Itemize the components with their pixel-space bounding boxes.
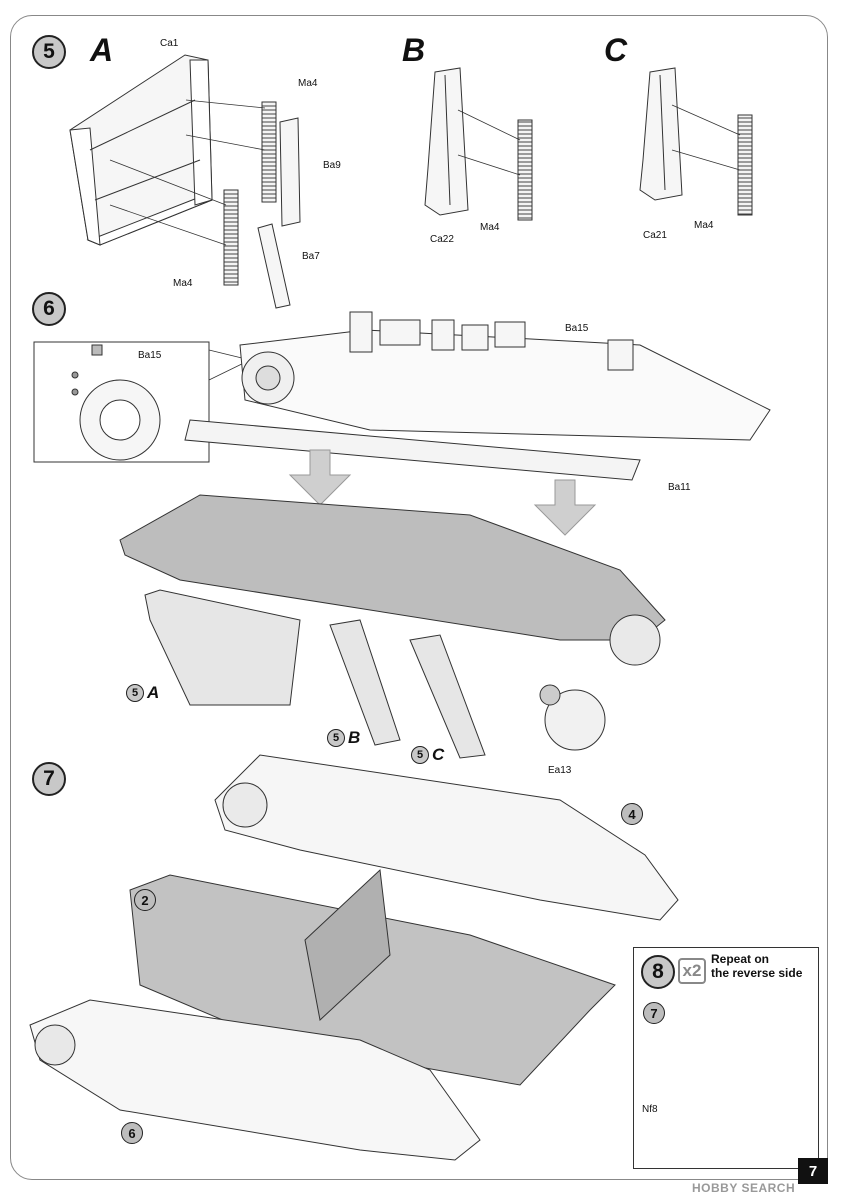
repeat-note: Repeat on the reverse side xyxy=(711,952,802,980)
hull-floor-2 xyxy=(129,874,616,1086)
callout-ea13: Ea13 xyxy=(548,765,572,776)
step-5-badge: 5 xyxy=(32,35,66,69)
spring-ma4-a2 xyxy=(223,189,239,286)
page-frame xyxy=(10,15,828,1180)
variant-a-label: A xyxy=(90,32,114,68)
step-8-badge: 8 xyxy=(641,955,675,989)
ref-5a-number: 5 xyxy=(126,684,144,702)
callout-ma4-b: Ma4 xyxy=(480,222,500,233)
ref-step-7: 7 xyxy=(643,1002,665,1024)
ref-5c-number: 5 xyxy=(411,746,429,764)
page-number: 7 xyxy=(798,1158,828,1184)
callout-ba7: Ba7 xyxy=(302,251,320,262)
variant-b-label: B xyxy=(402,32,426,68)
callout-ca21: Ca21 xyxy=(643,230,667,241)
callout-ma4-a1: Ma4 xyxy=(298,78,318,89)
ref-step-2: 2 xyxy=(134,889,156,911)
wheel-ea13 xyxy=(544,689,606,751)
spring-ma4-a1 xyxy=(261,101,277,203)
ref-step-5b: 5 B xyxy=(327,728,360,748)
callout-ba15-detail: Ba15 xyxy=(138,350,162,361)
ref-step-4: 4 xyxy=(621,803,643,825)
spring-ma4-c xyxy=(737,114,753,216)
ref-step-6: 6 xyxy=(121,1122,143,1144)
callout-ca22: Ca22 xyxy=(430,234,454,245)
plate-ba9 xyxy=(279,117,301,227)
callout-ba11: Ba11 xyxy=(668,482,691,493)
hull-side-4 xyxy=(214,754,679,921)
callout-ma4-a2: Ma4 xyxy=(173,278,193,289)
spring-ma4-b xyxy=(517,119,533,221)
callout-ba9: Ba9 xyxy=(323,160,341,171)
hull-side-6 xyxy=(29,999,481,1161)
suspension-arm-b xyxy=(424,67,469,216)
step-7-badge: 7 xyxy=(32,762,66,796)
callout-nf8: Nf8 xyxy=(642,1104,658,1115)
ref-5b-letter: B xyxy=(348,728,361,747)
repeat-note-line1: Repeat on xyxy=(711,952,770,966)
callout-ca1: Ca1 xyxy=(160,38,179,49)
callout-ma4-c: Ma4 xyxy=(694,220,714,231)
suspension-arm-c xyxy=(639,67,683,201)
variant-c-label: C xyxy=(604,32,628,68)
strip-ba11 xyxy=(184,419,641,481)
suspension-frame-a xyxy=(69,54,214,246)
ref-5c-letter: C xyxy=(432,745,445,764)
repeat-note-line2: the reverse side xyxy=(711,966,803,980)
watermark: HOBBY SEARCH xyxy=(692,1181,796,1195)
ref-step-5c: 5 C xyxy=(411,745,444,765)
plate-ba7 xyxy=(257,223,291,309)
ref-step-5a: 5 A xyxy=(126,683,159,703)
repeat-multiplier: x2 xyxy=(678,958,706,984)
ref-5a-letter: A xyxy=(147,683,160,702)
ref-5b-number: 5 xyxy=(327,729,345,747)
step-6-badge: 6 xyxy=(32,292,66,326)
callout-ba15: Ba15 xyxy=(565,323,589,334)
